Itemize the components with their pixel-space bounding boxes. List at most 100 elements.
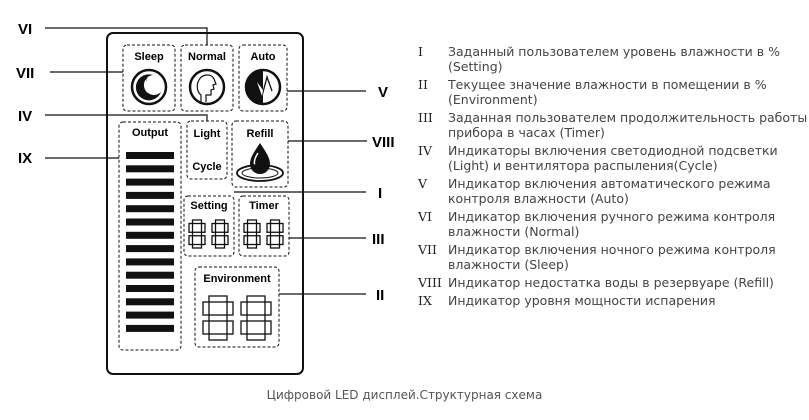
digit-segment <box>240 301 248 316</box>
legend-number: VIII <box>418 275 442 290</box>
digit-segment <box>226 301 234 316</box>
legend-number: IV <box>418 143 432 158</box>
digit-segment <box>269 219 281 225</box>
digit-segment <box>200 235 206 246</box>
output-level-bar <box>126 191 174 199</box>
digit-segment <box>223 222 229 233</box>
callout-v: V <box>378 84 388 101</box>
digit-segment <box>266 235 272 246</box>
legend-number: II <box>418 77 428 92</box>
legend-number: VII <box>418 242 437 257</box>
output-level-bar <box>126 298 174 306</box>
output-level-bar <box>126 285 174 292</box>
digit-segment <box>211 235 217 246</box>
sleep-label: Sleep <box>134 51 164 63</box>
output-level-bar <box>126 205 174 213</box>
digit-segment <box>278 222 284 233</box>
legend-text: Индикаторы включения светодиодной подсве… <box>448 143 778 173</box>
digit-segment <box>246 314 266 322</box>
environment-digits-display <box>202 295 272 341</box>
auto-box <box>238 44 288 112</box>
digit-segment <box>214 219 226 225</box>
output-box <box>118 121 182 351</box>
moon-icon: ★ ★ <box>130 68 168 106</box>
setting-label: Setting <box>190 200 227 212</box>
digit-segment <box>191 243 203 249</box>
refill-box <box>231 120 289 188</box>
callout-vi: VI <box>18 21 32 38</box>
legend-item: VII Индикатор включения ночного режима ко… <box>418 242 808 272</box>
diagram-caption: Цифровой LED дисплей.Структурная схема <box>266 388 543 402</box>
digit-segment <box>188 235 194 246</box>
output-level-bar <box>126 245 174 253</box>
output-level-bar <box>126 258 174 266</box>
svg-text:★: ★ <box>136 83 141 89</box>
digit-segment <box>202 320 210 335</box>
digit-segment <box>200 222 206 233</box>
legend-text: Индикатор включения ночного режима контр… <box>448 242 776 272</box>
timer-box <box>238 195 290 257</box>
digit-segment <box>246 295 266 303</box>
digit-segment <box>202 301 210 316</box>
timer-digits-display <box>243 219 284 249</box>
environment-label: Environment <box>203 273 271 285</box>
digit-segment <box>240 320 248 335</box>
display-frame <box>106 32 304 375</box>
cycle-label: Cycle <box>192 161 221 173</box>
output-level-bar <box>126 218 174 226</box>
normal-label: Normal <box>188 51 226 63</box>
digit-segment <box>255 235 261 246</box>
face-profile-icon <box>188 68 226 106</box>
output-level-bar <box>126 311 174 319</box>
digit-segment <box>208 314 228 322</box>
light-label: Light <box>194 128 221 140</box>
refill-label: Refill <box>247 128 274 140</box>
digit-segment <box>214 243 226 249</box>
output-level-bar <box>126 231 174 239</box>
digit-segment <box>243 235 249 246</box>
water-drop-icon <box>236 143 284 182</box>
callout-viii: VIII <box>372 134 395 151</box>
digit-segment <box>208 295 228 303</box>
digit-segment <box>226 320 234 335</box>
legend-item: VIII Индикатор недостатка воды в резервуа… <box>418 275 808 290</box>
output-level-bar <box>126 271 174 279</box>
legend-number: V <box>418 176 428 191</box>
digit-segment <box>191 219 203 225</box>
digit-segment <box>246 333 266 341</box>
legend-text: Индикатор уровня мощности испарения <box>448 293 716 308</box>
digit-segment <box>269 231 281 237</box>
digit-segment <box>255 222 261 233</box>
output-level-bar <box>126 324 174 332</box>
legend-text: Индикатор недостатка воды в резервуаре (… <box>448 275 774 290</box>
legend-text: Индикатор включения автоматического режи… <box>448 176 771 206</box>
callout-iii: III <box>372 231 385 248</box>
legend-item: V Индикатор включения автоматического реж… <box>418 176 808 206</box>
callout-ii: II <box>376 287 384 304</box>
callout-i: I <box>378 185 382 202</box>
auto-mode-icon <box>244 68 282 106</box>
output-level-bar <box>126 178 174 186</box>
environment-box <box>194 266 280 348</box>
digit-segment <box>266 222 272 233</box>
sleep-box <box>122 44 176 112</box>
auto-label: Auto <box>250 51 275 63</box>
legend-item: III Заданная пользователем продолжительно… <box>418 110 808 140</box>
digit-segment <box>188 222 194 233</box>
callout-vii: VII <box>16 65 34 82</box>
legend-text: Заданная пользователем продолжительность… <box>448 110 808 140</box>
output-level-bars <box>126 152 174 332</box>
legend-text: Текущее значение влажности в помещении в… <box>448 77 767 107</box>
digit-segment <box>208 333 228 341</box>
digit-segment <box>264 320 272 335</box>
timer-label: Timer <box>249 200 279 212</box>
output-level-bar <box>126 165 174 173</box>
digit-segment <box>278 235 284 246</box>
digit-segment <box>223 235 229 246</box>
legend-number: III <box>418 110 433 125</box>
